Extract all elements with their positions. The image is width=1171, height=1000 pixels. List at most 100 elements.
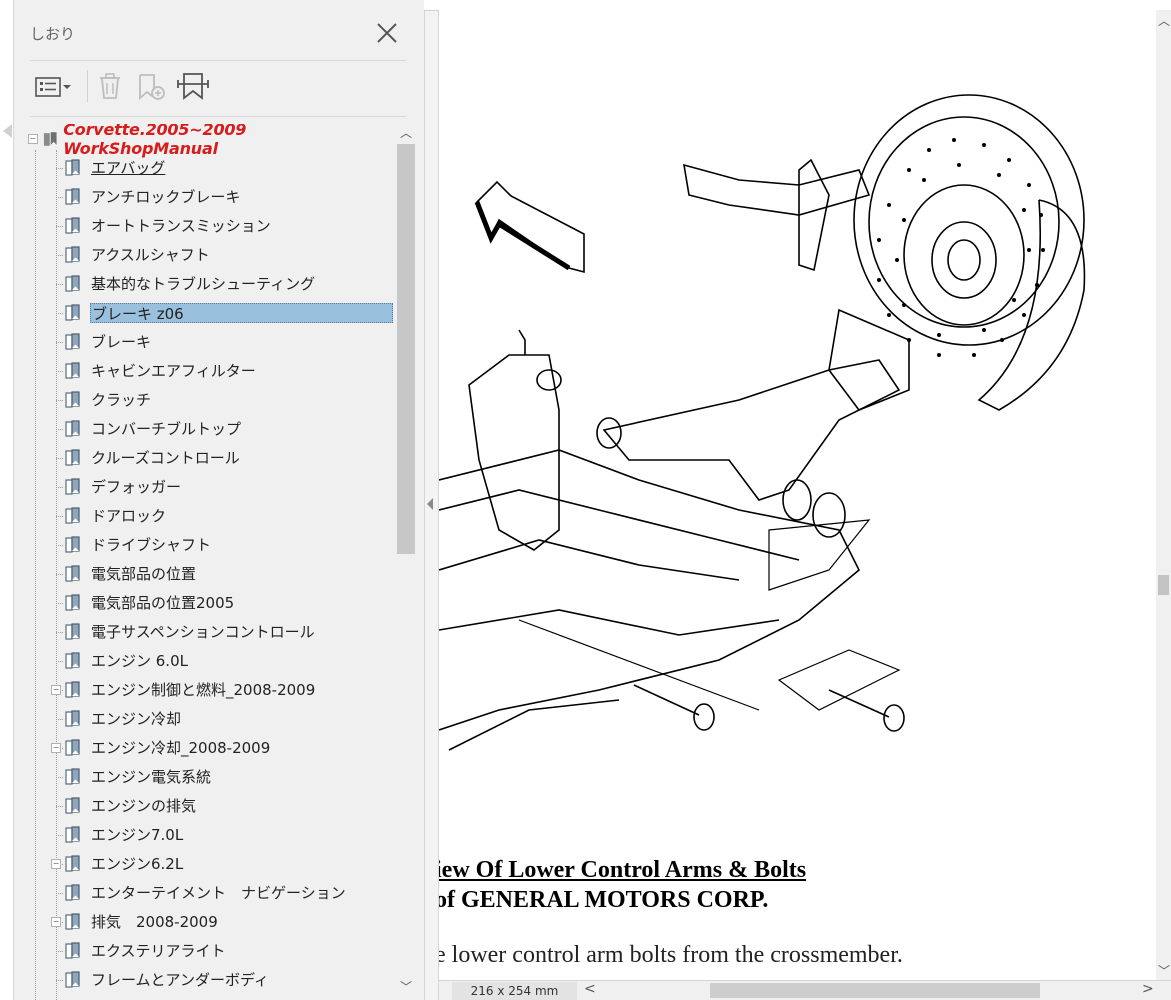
bookmark-find-icon[interactable] bbox=[176, 70, 210, 102]
bookmark-label: クルーズコントロール bbox=[91, 449, 240, 467]
bookmark-item[interactable]: エアバッグ bbox=[52, 156, 395, 180]
bookmark-scrollbar-thumb[interactable] bbox=[397, 144, 415, 554]
bookmark-item[interactable]: エンジン7.0L bbox=[52, 823, 395, 847]
tree-guide-line bbox=[35, 150, 36, 1000]
tree-connector bbox=[56, 574, 63, 575]
bookmark-item[interactable]: エンジン冷却 bbox=[52, 707, 395, 731]
panel-pointer bbox=[3, 124, 12, 138]
bookmark-item[interactable]: 電気部品の位置 bbox=[52, 562, 395, 586]
tree-connector bbox=[56, 371, 63, 372]
bookmark-item[interactable]: デフォッガー bbox=[52, 475, 395, 499]
tree-connector bbox=[56, 806, 63, 807]
collapse-panel-icon[interactable] bbox=[427, 498, 433, 510]
bookmark-item[interactable]: −エンジン制御と燃料_2008-2009 bbox=[51, 678, 395, 702]
scroll-left-icon[interactable]: < bbox=[584, 981, 596, 997]
bookmark-label: ドアロック bbox=[91, 507, 167, 525]
bookmark-item[interactable]: オートトランスミッション bbox=[52, 214, 395, 238]
bookmark-label: 排気 2008-2009 bbox=[91, 913, 218, 931]
bookmark-item[interactable]: −エンジン冷却_2008-2009 bbox=[51, 736, 395, 760]
bookmark-item[interactable]: フレームとアンダーボディ bbox=[52, 968, 395, 992]
tree-connector bbox=[56, 545, 63, 546]
suspension-diagram bbox=[439, 94, 1086, 751]
bookmark-root-label: Corvette.2005~2009 WorkShopManual bbox=[63, 124, 247, 158]
bookmark-item[interactable]: 基本的なトラブルシューティング bbox=[52, 272, 395, 296]
bookmark-item[interactable]: エンジンの排気 bbox=[52, 794, 395, 818]
bookmark-label: フレームとアンダーボディ bbox=[91, 971, 269, 989]
divider bbox=[30, 116, 406, 117]
bookmark-icon bbox=[65, 623, 80, 640]
bookmark-item[interactable]: ブレーキ bbox=[52, 330, 395, 354]
bookmark-item[interactable]: キャビンエアフィルター bbox=[52, 359, 395, 383]
tree-connector bbox=[56, 661, 63, 662]
bookmark-item[interactable]: 電子サスペンションコントロール bbox=[52, 620, 395, 644]
horizontal-scrollbar-thumb[interactable] bbox=[710, 983, 1040, 998]
bookmark-item[interactable]: エクステリアライト bbox=[52, 939, 395, 963]
bookmark-label: デフォッガー bbox=[91, 478, 182, 496]
scroll-up-icon[interactable]: ︿ bbox=[399, 126, 412, 140]
bookmark-item[interactable]: クルーズコントロール bbox=[52, 446, 395, 470]
bookmark-tree: − Corvette.2005~2009 WorkShopManual エアバッ… bbox=[0, 124, 396, 1000]
bookmark-label: エンジン電気系統 bbox=[91, 768, 212, 786]
bookmark-label: エンジン6.2L bbox=[91, 855, 184, 873]
bookmark-item[interactable]: コンバーチブルトップ bbox=[52, 417, 395, 441]
document-page: iew Of Lower Control Arms & Bolts of GEN… bbox=[439, 10, 1156, 980]
close-icon[interactable] bbox=[374, 20, 400, 46]
bookmark-label: 電気部品の位置2005 bbox=[91, 594, 235, 612]
bookmark-icon bbox=[65, 594, 80, 611]
figure-caption-title: iew Of Lower Control Arms & Bolts bbox=[439, 857, 807, 883]
bookmark-label: アンチロックブレーキ bbox=[91, 188, 241, 206]
bookmark-icon bbox=[65, 971, 80, 988]
bookmark-item[interactable]: エンターテイメント ナビゲーション bbox=[52, 881, 395, 905]
expand-toggle[interactable]: − bbox=[51, 917, 61, 927]
tree-connector bbox=[56, 429, 63, 430]
bookmark-icon bbox=[65, 768, 80, 785]
bookmark-icon bbox=[65, 797, 80, 814]
bookmark-icon bbox=[65, 681, 80, 698]
bookmark-icon bbox=[65, 188, 80, 205]
tree-connector bbox=[56, 719, 63, 720]
tree-connector bbox=[56, 313, 63, 314]
panel-title: しおり bbox=[30, 25, 76, 43]
bookmark-icon bbox=[65, 217, 80, 234]
bookmark-item[interactable]: ブレーキ z06 bbox=[52, 301, 395, 325]
tree-connector bbox=[56, 516, 63, 517]
bookmark-item[interactable]: − 排気 2008-2009 bbox=[51, 910, 395, 934]
document-scrollbar-thumb[interactable] bbox=[1158, 575, 1169, 595]
bookmark-item[interactable]: アンチロックブレーキ bbox=[52, 185, 395, 209]
bookmark-add-icon[interactable] bbox=[136, 70, 168, 102]
scroll-right-icon[interactable]: > bbox=[1142, 981, 1154, 997]
bookmark-item[interactable]: クラッチ bbox=[52, 388, 395, 412]
expand-toggle[interactable]: − bbox=[51, 859, 61, 869]
scroll-down-icon[interactable]: ﹀ bbox=[399, 980, 412, 994]
document-scrollbar[interactable] bbox=[1156, 10, 1171, 980]
bookmark-item[interactable]: エンジン 6.0L bbox=[52, 649, 395, 673]
bookmark-item[interactable]: アクスルシャフト bbox=[52, 243, 395, 267]
tree-connector bbox=[56, 400, 63, 401]
bookmark-item[interactable]: ドアロック bbox=[52, 504, 395, 528]
bookmark-icon bbox=[65, 449, 80, 466]
bookmark-item[interactable]: エンジン電気系統 bbox=[52, 765, 395, 789]
expand-toggle[interactable]: − bbox=[51, 743, 61, 753]
body-text: e lower control arm bolts from the cross… bbox=[439, 942, 903, 968]
trash-icon[interactable] bbox=[96, 70, 124, 102]
expand-toggle[interactable]: − bbox=[51, 685, 61, 695]
scroll-down-icon[interactable]: ﹀ bbox=[1157, 964, 1170, 978]
bookmark-item[interactable]: ドライブシャフト bbox=[52, 533, 395, 557]
bookmark-label: 電気部品の位置 bbox=[91, 565, 197, 583]
bookmark-icon bbox=[65, 246, 80, 263]
bookmark-icon bbox=[65, 478, 80, 495]
bookmark-label: キャビンエアフィルター bbox=[91, 362, 256, 380]
bookmark-item[interactable]: 電気部品の位置2005 bbox=[52, 591, 395, 615]
collapse-toggle[interactable]: − bbox=[28, 134, 38, 144]
bookmark-item[interactable]: − エンジン6.2L bbox=[51, 852, 395, 876]
tree-connector bbox=[56, 603, 63, 604]
tree-connector bbox=[56, 632, 63, 633]
tree-connector bbox=[56, 980, 63, 981]
bookmark-root[interactable]: − Corvette.2005~2009 WorkShopManual bbox=[28, 124, 396, 158]
list-options-icon[interactable] bbox=[34, 70, 74, 102]
bookmark-label: エンジン 6.0L bbox=[91, 652, 188, 670]
bookmark-label: エクステリアライト bbox=[91, 942, 226, 960]
scroll-up-icon[interactable]: ︿ bbox=[1157, 14, 1170, 28]
tree-guide-line bbox=[56, 150, 57, 1000]
bookmark-icon bbox=[65, 710, 80, 727]
